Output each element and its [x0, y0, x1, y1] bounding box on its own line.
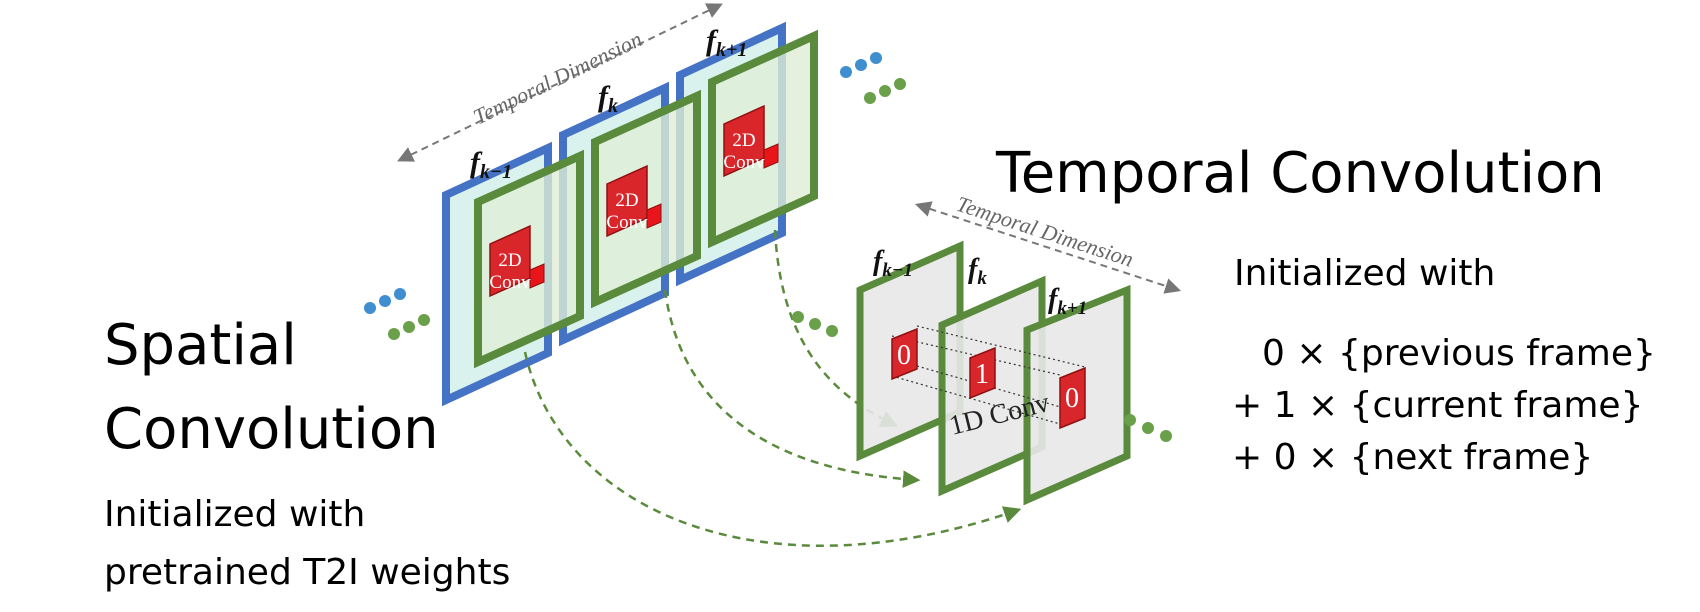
svg-text:1: 1: [975, 359, 989, 390]
spatial-frame-label-k-plus-1: fk+1: [706, 24, 747, 61]
temporal-ellipsis-left: [792, 311, 838, 337]
spatial-init-line1: Initialized with: [104, 494, 366, 535]
kernel-weight-current: 1: [969, 346, 996, 400]
svg-text:0: 0: [1065, 383, 1079, 414]
svg-text:0: 0: [897, 340, 911, 371]
kernel-weight-next: 0: [1059, 366, 1086, 430]
conv2d-kernel-3: 2D Conv: [723, 104, 779, 178]
spatial-frame-label-k-minus-1: fk−1: [470, 146, 512, 183]
conv2d-label-line2: Conv: [489, 272, 531, 293]
spatial-convolution-title-line2: Convolution: [104, 397, 439, 462]
spatial-frame-k: 2D Conv: [559, 81, 701, 347]
conv2d-kernel-1: 2D Conv: [489, 224, 545, 298]
svg-text:fk: fk: [598, 80, 618, 117]
weight-transfer-arrow-2: [663, 289, 921, 488]
svg-text:fk−1: fk−1: [873, 246, 913, 281]
temporal-axis-arrow: [914, 201, 1182, 294]
temporal-frame-label-k: fk: [968, 254, 987, 289]
conv2d-kernel-2: 2D Conv: [606, 164, 662, 238]
spatial-frame-k-minus-1: 2D Conv: [442, 141, 584, 407]
kernel-weight-prev: 0: [891, 327, 918, 381]
temporal-init-line-prev: 0 × {previous frame}: [1262, 333, 1656, 374]
svg-text:fk+1: fk+1: [1048, 284, 1087, 319]
temporal-init-line-next: + 0 × {next frame}: [1232, 437, 1594, 478]
conv2d-label-line1: 2D: [498, 250, 521, 271]
conv2d-label-line1: 2D: [615, 190, 638, 211]
spatial-frame-label-k: fk: [598, 80, 618, 117]
conv2d-label-line2: Conv: [606, 212, 648, 233]
svg-text:fk−1: fk−1: [470, 146, 512, 183]
svg-text:fk: fk: [968, 254, 987, 289]
svg-text:fk+1: fk+1: [706, 24, 747, 61]
temporal-init-heading: Initialized with: [1234, 253, 1496, 294]
spatial-convolution-title-line1: Spatial: [104, 313, 297, 378]
temporal-convolution-title: Temporal Convolution: [996, 141, 1605, 206]
temporal-init-line-current: + 1 × {current frame}: [1232, 385, 1644, 426]
conv2d-label-line2: Conv: [723, 152, 765, 173]
spatial-init-line2: pretrained T2I weights: [104, 552, 511, 593]
spatial-ellipsis-right: [840, 52, 906, 104]
temporal-ellipsis-right: [1124, 414, 1172, 442]
conv2d-label-line1: 2D: [732, 130, 755, 151]
temporal-frame-label-k-minus-1: fk−1: [873, 246, 913, 281]
spatial-ellipsis-left: [364, 288, 430, 340]
temporal-frame-label-k-plus-1: fk+1: [1048, 284, 1087, 319]
